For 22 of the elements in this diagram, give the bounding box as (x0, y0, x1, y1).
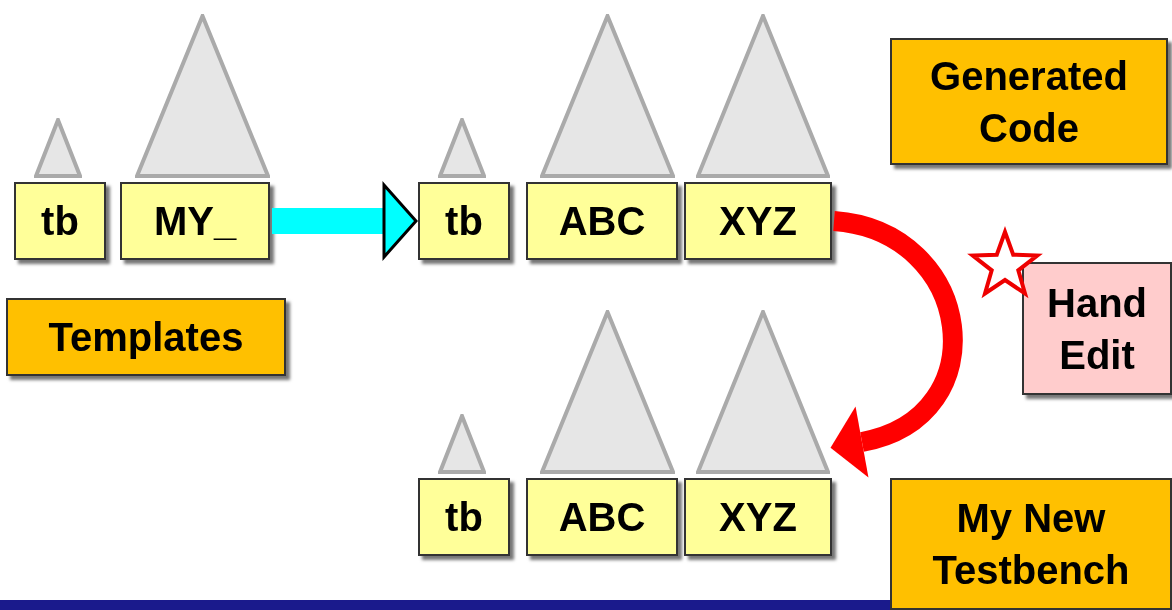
triangle-shape (34, 118, 82, 178)
triangle-shape (696, 14, 830, 178)
note-box: Hand Edit (1022, 262, 1172, 395)
triangle-shape (696, 310, 830, 474)
triangle-shape (540, 310, 675, 474)
triangle-shape (540, 14, 675, 178)
module-box: tb (418, 478, 510, 556)
module-box: XYZ (684, 478, 832, 556)
module-box: ABC (526, 478, 678, 556)
module-box: MY_ (120, 182, 270, 260)
module-box: ABC (526, 182, 678, 260)
arrow (272, 183, 418, 259)
triangle-shape (135, 14, 270, 178)
module-box: XYZ (684, 182, 832, 260)
label-box: Generated Code (890, 38, 1168, 165)
label-box: Templates (6, 298, 286, 376)
triangle-shape (438, 118, 486, 178)
label-box: My New Testbench (890, 478, 1172, 610)
triangle-shape (438, 414, 486, 474)
module-box: tb (14, 182, 106, 260)
arrow (831, 211, 963, 477)
module-box: tb (418, 182, 510, 260)
